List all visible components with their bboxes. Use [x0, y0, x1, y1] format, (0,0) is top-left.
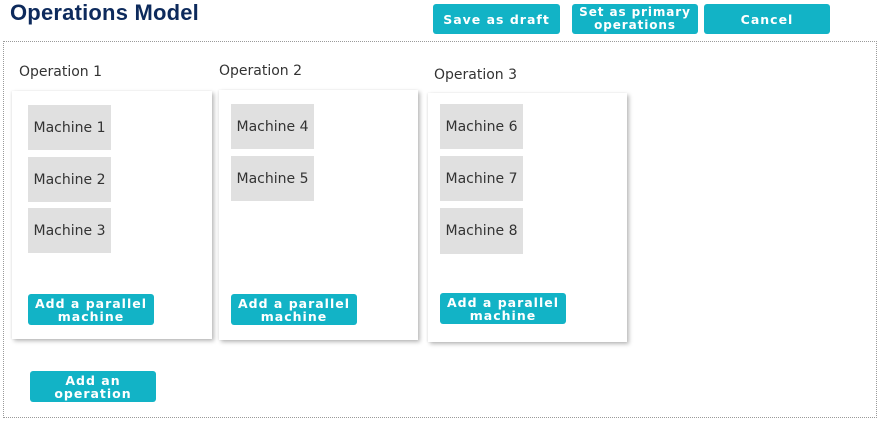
machine-item[interactable]: Machine 6: [440, 104, 523, 149]
machine-item[interactable]: Machine 3: [28, 208, 111, 253]
operation-2-label: Operation 2: [219, 63, 303, 79]
machine-item[interactable]: Machine 5: [231, 156, 314, 201]
machine-item[interactable]: Machine 1: [28, 105, 111, 150]
machine-item[interactable]: Machine 8: [440, 208, 523, 254]
add-parallel-machine-button[interactable]: Add a parallel machine: [440, 293, 566, 324]
operation-1-label: Operation 1: [19, 64, 103, 80]
operations-canvas: [3, 41, 877, 418]
machine-item[interactable]: Machine 7: [440, 156, 523, 201]
set-as-primary-operations-button[interactable]: Set as primary operations: [572, 4, 698, 34]
machine-item[interactable]: Machine 4: [231, 104, 314, 149]
machine-item[interactable]: Machine 2: [28, 157, 111, 202]
add-parallel-machine-button[interactable]: Add a parallel machine: [28, 294, 154, 325]
add-operation-button[interactable]: Add an operation: [30, 371, 156, 402]
operation-3-label: Operation 3: [434, 67, 518, 83]
save-as-draft-button[interactable]: Save as draft: [433, 4, 560, 34]
cancel-button[interactable]: Cancel: [704, 4, 830, 34]
page-title: Operations Model: [10, 0, 199, 25]
add-parallel-machine-button[interactable]: Add a parallel machine: [231, 294, 357, 325]
